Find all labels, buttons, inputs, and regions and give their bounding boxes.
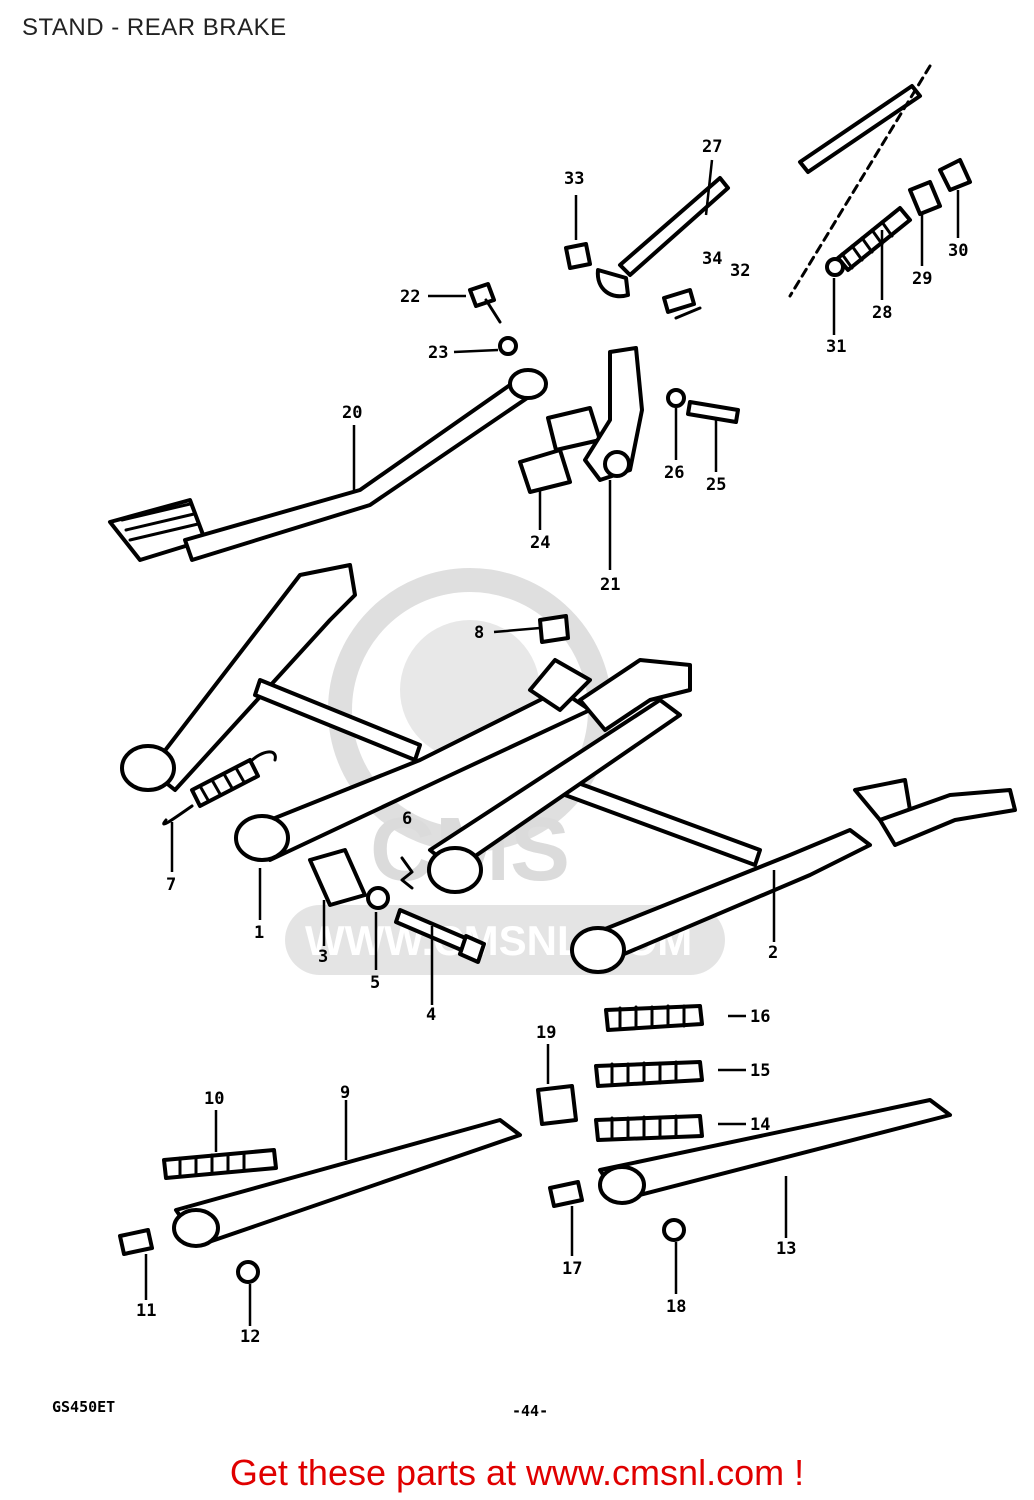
callout-25: 25	[706, 475, 726, 495]
callout-24: 24	[530, 533, 550, 553]
callout-12: 12	[240, 1327, 260, 1347]
callout-30: 30	[948, 241, 968, 261]
callout-3: 3	[318, 947, 328, 967]
brake-arm	[468, 282, 740, 482]
model-code: GS450ET	[52, 1398, 116, 1416]
callout-18: 18	[666, 1297, 686, 1317]
callout-10: 10	[204, 1089, 224, 1109]
page-title: STAND - REAR BRAKE	[22, 14, 287, 41]
callout-19: 19	[536, 1023, 556, 1043]
brake-rod-assembly	[564, 64, 972, 320]
callout-15: 15	[750, 1061, 770, 1081]
cta-link[interactable]: Get these parts at www.cmsnl.com !	[229, 1452, 805, 1493]
callout-23: 23	[428, 343, 448, 363]
leader-lines	[144, 159, 960, 1326]
side-stands	[118, 1098, 952, 1284]
parts-diagram: CMS WWW.CMSNL.COM	[108, 64, 1017, 1347]
callout-2: 2	[768, 943, 778, 963]
callout-6: 6	[402, 809, 412, 829]
callout-5: 5	[370, 973, 380, 993]
callout-33: 33	[564, 169, 584, 189]
callout-11: 11	[136, 1301, 156, 1321]
callout-1: 1	[254, 923, 264, 943]
callout-28: 28	[872, 303, 892, 323]
callout-9: 9	[340, 1083, 350, 1103]
brake-pedal	[108, 368, 602, 562]
callout-numbers: 1 2 3 4 5 6 7 8 9 10 11 12 13 14 15 16 1…	[136, 137, 968, 1347]
callout-27: 27	[702, 137, 722, 157]
callout-34: 34	[702, 249, 722, 269]
callout-4: 4	[426, 1005, 436, 1025]
callout-29: 29	[912, 269, 932, 289]
callout-31: 31	[826, 337, 846, 357]
callout-21: 21	[600, 575, 620, 595]
callout-14: 14	[750, 1115, 770, 1135]
callout-17: 17	[562, 1259, 582, 1279]
callout-13: 13	[776, 1239, 796, 1259]
callout-20: 20	[342, 403, 362, 423]
callout-16: 16	[750, 1007, 770, 1027]
callout-7: 7	[166, 875, 176, 895]
callout-8: 8	[474, 623, 484, 643]
page-number: -44-	[512, 1402, 549, 1420]
center-stand	[120, 563, 1017, 974]
stand-hardware	[162, 750, 486, 964]
stand-springs	[536, 1004, 704, 1142]
callout-26: 26	[664, 463, 684, 483]
callout-22: 22	[400, 287, 420, 307]
callout-32: 32	[730, 261, 750, 281]
